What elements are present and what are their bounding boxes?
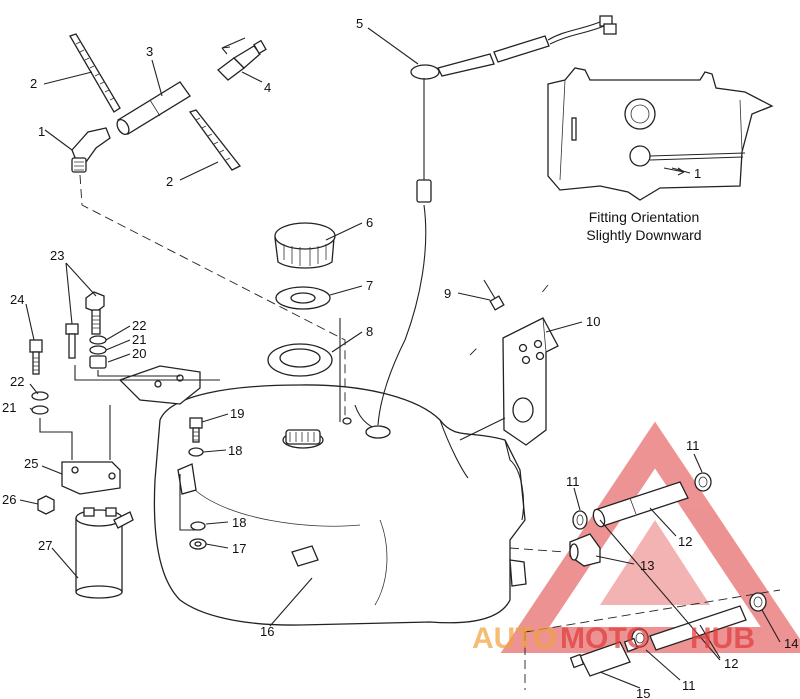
callout-16: 16 [260,624,274,639]
filter-bracket-part-25 [61,461,121,495]
callout-labels: 1 2 3 4 2 5 1 6 7 8 9 10 23 24 22 21 20 … [2,16,798,699]
watermark-hub: HUB [690,622,755,655]
callout-11c: 11 [682,678,696,693]
callout-21b: 21 [2,400,16,415]
callout-14: 14 [784,636,798,651]
callout-2b: 2 [166,174,173,189]
callout-4: 4 [264,80,271,95]
gasket-part-7 [275,286,331,310]
clamp-part-14 [749,592,767,612]
callout-22b: 22 [10,374,24,389]
vent-fitting-part-9 [483,279,505,311]
fuel-cap-part-6 [274,222,336,269]
callout-20: 20 [132,346,146,361]
callout-19: 19 [230,406,244,421]
callout-1b: 1 [694,166,701,181]
callout-24: 24 [10,292,24,307]
callout-leaders [19,27,781,689]
watermark-moto: MOTO [560,622,649,655]
elbow-fitting-part-1 [71,127,111,173]
tank-bracket [118,365,201,405]
clamp-part-11b [694,472,712,492]
callout-9: 9 [444,286,451,301]
wire-tie-part-2a [69,33,121,113]
callout-13: 13 [640,558,654,573]
callout-3: 3 [146,44,153,59]
callout-26: 26 [2,492,16,507]
bolt-part-19 [189,417,203,443]
fuel-hose-part-3 [116,81,191,136]
mounting-bracket-part-10 [502,317,559,446]
callout-11a: 11 [686,438,700,453]
bolt-part-23b [65,323,79,359]
fitting-orientation-inset: Fitting Orientation Slightly Downward [547,67,774,243]
hose-part-12b [649,605,747,651]
washer-part-21b [31,405,49,415]
callout-5: 5 [356,16,363,31]
washer-part-18a [188,447,204,457]
wire-tie-part-2b [188,109,242,171]
inset-caption-line-2: Slightly Downward [586,227,701,243]
washer-part-21a [89,345,107,355]
inset-caption-line-1: Fitting Orientation [589,209,700,225]
fuel-filter-part-27 [75,507,134,599]
callout-10: 10 [586,314,600,329]
callout-18a: 18 [228,443,242,458]
callout-1a: 1 [38,124,45,139]
washer-part-17 [189,538,207,550]
callout-15: 15 [636,686,650,699]
fuel-tank-part-16 [153,384,527,626]
nut-part-26 [37,495,55,515]
callout-7: 7 [366,278,373,293]
callout-12b: 12 [724,656,738,671]
callout-8: 8 [366,324,373,339]
bolt-part-24 [29,339,43,375]
assembly-guide-lines [39,174,781,690]
clamp-part-11a [572,510,588,530]
callout-2a: 2 [30,76,37,91]
callout-12a: 12 [678,534,692,549]
callout-18b: 18 [232,515,246,530]
callout-27: 27 [38,538,52,553]
callout-22a: 22 [132,318,146,333]
bolt-part-23a [85,291,105,335]
inline-filter-part-15 [569,637,639,677]
spacer-part-20 [89,355,107,369]
check-valve-part-4 [217,37,267,81]
washer-part-22a [89,335,107,345]
callout-17: 17 [232,541,246,556]
callout-25: 25 [24,456,38,471]
washer-part-18b [190,521,206,531]
washer-part-22b [31,391,49,401]
seal-ring-part-8 [267,343,333,377]
callout-11b: 11 [566,474,580,489]
fitting-part-13 [569,533,601,567]
callout-21a: 21 [132,332,146,347]
callout-23: 23 [50,248,64,263]
fuel-sender-part-5 [410,15,617,203]
watermark-text: AUTO MOTO HUB [472,622,755,655]
callout-6: 6 [366,215,373,230]
watermark-auto: AUTO [472,622,556,655]
